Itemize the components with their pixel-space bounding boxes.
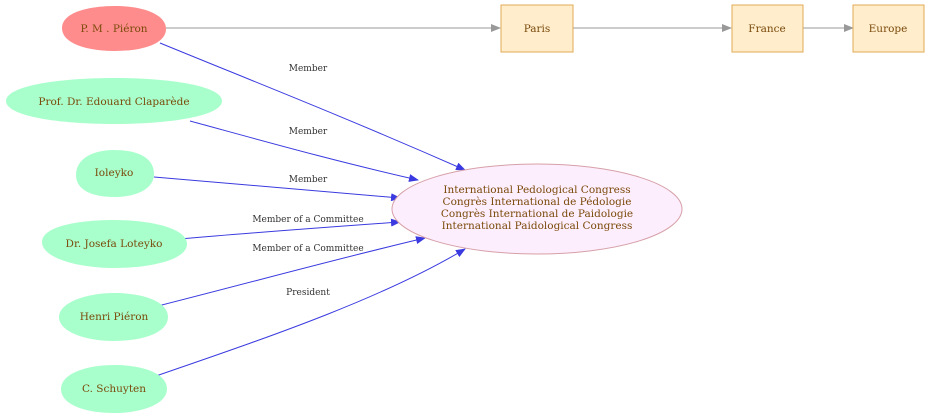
person-node-josefa-loteyko[interactable]: Dr. Josefa Loteyko: [42, 220, 187, 268]
person-node-shape: [76, 150, 154, 197]
edge-member-ioleyko: [153, 176, 401, 202]
person-node-shape: [59, 293, 168, 341]
place-node-box: [731, 4, 804, 53]
person-node-shape: [62, 6, 166, 51]
congress-node-shape: [391, 163, 683, 255]
congress-name-line-4: International Paidological Congress: [442, 220, 633, 232]
edge-committee-henri-pieron: [157, 236, 426, 307]
edge-member-claparede: [189, 120, 419, 182]
place-label: Europe: [869, 23, 908, 35]
person-label: Henri Piéron: [80, 311, 149, 323]
edge-labels: Member Member Member Member of a Committ…: [252, 64, 363, 298]
edge-member-pieron: [159, 42, 466, 171]
person-node-henri-pieron[interactable]: Henri Piéron: [59, 293, 168, 341]
edge-label-committee-loteyko: Member of a Committee: [252, 215, 363, 225]
edge-label-committee-henri-pieron: Member of a Committee: [252, 244, 363, 254]
person-node-edouard-claparede[interactable]: Prof. Dr. Edouard Claparède: [6, 78, 222, 124]
place-label: Paris: [524, 23, 551, 35]
person-nodes: P. M . Piéron Prof. Dr. Edouard Claparèd…: [6, 6, 222, 413]
person-node-pm-pieron[interactable]: P. M . Piéron: [62, 6, 166, 51]
edge-label-member-ioleyko: Member: [289, 175, 328, 185]
person-node-ioleyko[interactable]: Ioleyko: [76, 150, 154, 197]
congress-node[interactable]: International Pedological Congress Congr…: [391, 163, 683, 255]
person-node-c-schuyten[interactable]: C. Schuyten: [61, 365, 167, 413]
place-label: France: [748, 23, 785, 35]
edge-label-president-schuyten: President: [286, 288, 330, 298]
place-node-europe[interactable]: Europe: [852, 4, 925, 53]
place-node-paris[interactable]: Paris: [500, 4, 574, 53]
congress-name-line-2: Congrès International de Pédologie: [443, 196, 632, 208]
edge-label-member-pieron: Member: [289, 64, 328, 74]
edge-committee-loteyko: [179, 218, 401, 240]
place-node-france[interactable]: France: [731, 4, 804, 53]
place-node-box: [500, 4, 574, 53]
person-node-shape: [42, 220, 187, 268]
place-node-box: [852, 4, 925, 53]
person-label: Prof. Dr. Edouard Claparède: [38, 96, 189, 108]
person-label: Dr. Josefa Loteyko: [66, 238, 163, 250]
person-label: Ioleyko: [95, 167, 134, 179]
edge-president-schuyten: [155, 248, 466, 377]
congress-name-line-3: Congrès International de Paidologie: [441, 208, 633, 220]
person-label: P. M . Piéron: [80, 23, 147, 35]
person-node-shape: [61, 365, 167, 413]
place-nodes: Paris France Europe: [500, 4, 925, 53]
person-node-shape: [6, 78, 222, 124]
edge-label-member-claparede: Member: [289, 127, 328, 137]
congress-name-line-1: International Pedological Congress: [443, 184, 630, 196]
person-label: C. Schuyten: [82, 383, 146, 395]
relation-edges: [153, 42, 466, 377]
